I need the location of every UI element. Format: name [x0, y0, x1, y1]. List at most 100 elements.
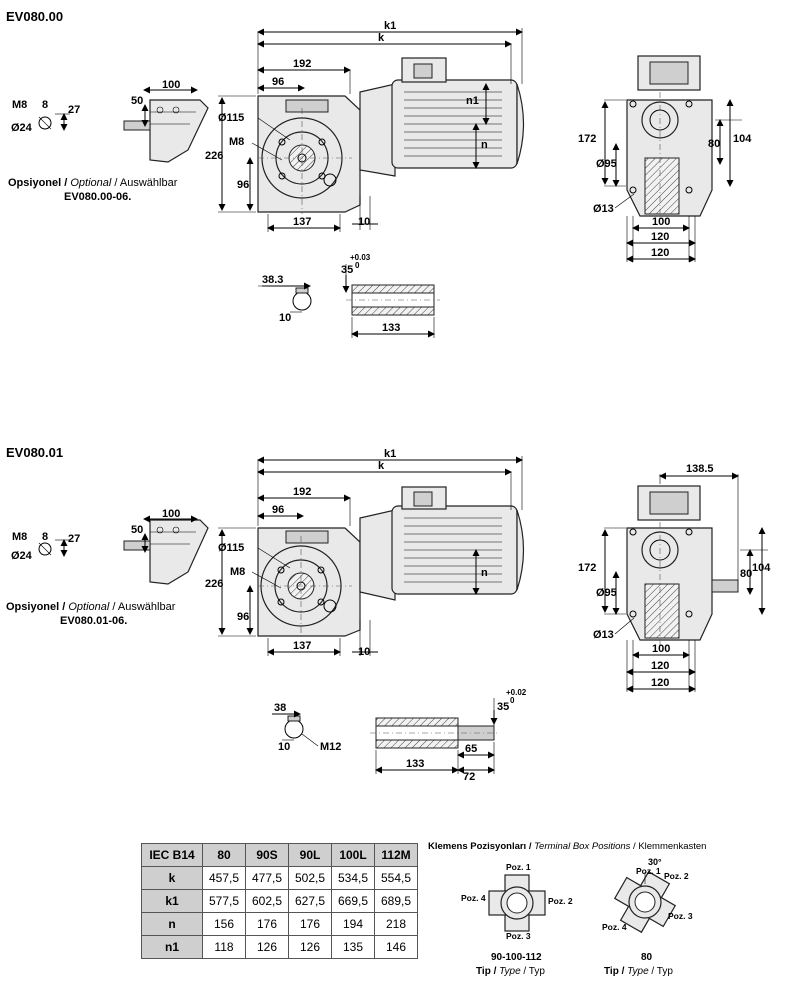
table-cell: 118 [202, 935, 246, 959]
svg-text:100: 100 [162, 508, 180, 520]
svg-text:35: 35 [341, 264, 353, 276]
row-label: n1 [141, 935, 203, 959]
svg-text:k: k [378, 32, 385, 44]
table-row: k 457,5 477,5 502,5 534,5 554,5 [141, 866, 418, 890]
svg-text:Ø24: Ø24 [11, 122, 33, 134]
terminal-box-positions: Klemens Pozisyonları / Terminal Box Posi… [428, 841, 706, 977]
svg-text:137: 137 [293, 216, 311, 228]
svg-text:138.5: 138.5 [686, 463, 714, 475]
svg-text:96: 96 [237, 611, 249, 623]
row-label: n [141, 912, 203, 936]
table-header-cell: 80 [202, 843, 246, 867]
table-header-cell: 90S [245, 843, 289, 867]
svg-text:Ø115: Ø115 [218, 542, 244, 554]
svg-text:27: 27 [68, 533, 80, 545]
table-header-cell: 100L [331, 843, 375, 867]
table-cell: 194 [331, 912, 375, 936]
svg-text:120: 120 [651, 660, 669, 672]
svg-text:Ø24: Ø24 [11, 550, 33, 562]
table-cell: 135 [331, 935, 375, 959]
svg-text:M12: M12 [320, 741, 341, 753]
svg-text:M8: M8 [12, 531, 27, 543]
svg-text:Ø95: Ø95 [596, 587, 617, 599]
svg-text:M8: M8 [229, 136, 244, 148]
svg-text:90-100-112: 90-100-112 [491, 952, 542, 963]
svg-text:0: 0 [510, 696, 515, 705]
svg-text:Tip / Type / Typ: Tip / Type / Typ [476, 966, 545, 977]
svg-text:M8: M8 [12, 99, 27, 111]
svg-text:0: 0 [355, 261, 360, 270]
table-cell: 457,5 [202, 866, 246, 890]
svg-text:k: k [378, 460, 385, 472]
section-title: EV080.01 [6, 445, 63, 460]
svg-text:120: 120 [651, 247, 669, 259]
table-header-cell: 90L [288, 843, 332, 867]
svg-text:10: 10 [279, 312, 291, 324]
table-cell: 176 [288, 912, 332, 936]
svg-text:Klemens Pozisyonları / Termina: Klemens Pozisyonları / Terminal Box Posi… [428, 841, 706, 852]
svg-text:50: 50 [131, 524, 143, 536]
table-row: n 156 176 176 194 218 [141, 912, 418, 936]
svg-text:k1: k1 [384, 20, 396, 32]
hollow-shaft-detail: 38.3 10 35 +0.03 0 133 [258, 253, 440, 338]
table-cell: 126 [245, 935, 289, 959]
row-label: k [141, 866, 203, 890]
table-cell: 554,5 [374, 866, 418, 890]
svg-text:96: 96 [237, 179, 249, 191]
svg-text:226: 226 [205, 150, 223, 162]
svg-text:137: 137 [293, 640, 311, 652]
svg-text:192: 192 [293, 486, 311, 498]
table-cell: 577,5 [202, 889, 246, 913]
svg-text:35: 35 [497, 701, 509, 713]
table-cell: 602,5 [245, 889, 289, 913]
table-cell: 669,5 [331, 889, 375, 913]
svg-text:100: 100 [162, 79, 180, 91]
table-cell: 126 [288, 935, 332, 959]
svg-text:104: 104 [752, 562, 771, 574]
svg-text:M8: M8 [230, 566, 245, 578]
table-header-row: IEC B14 80 90S 90L 100L 112M [141, 843, 418, 867]
table-row: k1 577,5 602,5 627,5 669,5 689,5 [141, 889, 418, 913]
svg-text:96: 96 [272, 504, 284, 516]
svg-text:Tip / Type / Typ: Tip / Type / Typ [604, 966, 673, 977]
svg-text:Poz. 3: Poz. 3 [506, 931, 531, 941]
table-cell: 477,5 [245, 866, 289, 890]
svg-text:Opsiyonel / Optional / Auswähl: Opsiyonel / Optional / Auswählbar [8, 177, 178, 189]
svg-text:30°: 30° [648, 857, 662, 867]
gearbox-front-view: 138.5 172 Ø95 104 80 Ø13 100 120 120 [578, 463, 771, 693]
svg-text:Poz. 2: Poz. 2 [548, 896, 573, 906]
svg-text:Ø13: Ø13 [593, 629, 614, 641]
svg-text:10: 10 [358, 646, 370, 658]
svg-text:Ø115: Ø115 [218, 112, 244, 124]
svg-text:50: 50 [131, 95, 143, 107]
svg-text:Poz. 1: Poz. 1 [636, 866, 661, 876]
svg-text:80: 80 [641, 952, 653, 963]
section-ev080-00: EV080.00 100 50 M8 8 27 Ø24 Opsiyonel / … [6, 9, 752, 338]
row-label: k1 [141, 889, 203, 913]
terminal-diagram-right: 30° Poz. 1 Poz. 2 Poz. 3 Poz. 4 80 Tip /… [602, 857, 693, 977]
section-ev080-01: EV080.01 100 50 M8 8 27 Ø24 Opsiyonel / … [6, 445, 771, 783]
gearbox-side-view: k1 k 192 96 226 96 Ø115 M8 137 10 [205, 20, 525, 232]
section-title: EV080.00 [6, 9, 63, 24]
svg-text:38.3: 38.3 [262, 274, 283, 286]
svg-text:38: 38 [274, 702, 286, 714]
svg-text:133: 133 [382, 322, 400, 334]
svg-text:100: 100 [652, 643, 670, 655]
table-cell: 627,5 [288, 889, 332, 913]
svg-text:172: 172 [578, 562, 596, 574]
table-header-cell: 112M [374, 843, 418, 867]
table-cell: 218 [374, 912, 418, 936]
svg-text:120: 120 [651, 677, 669, 689]
svg-text:n: n [481, 139, 488, 151]
svg-text:10: 10 [278, 741, 290, 753]
svg-text:+0.02: +0.02 [506, 688, 527, 697]
svg-text:72: 72 [463, 771, 475, 783]
svg-text:8: 8 [42, 531, 48, 543]
table-cell: 689,5 [374, 889, 418, 913]
svg-text:80: 80 [740, 568, 752, 580]
svg-text:8: 8 [42, 99, 48, 111]
shaft-detail: 38 10 M12 35 +0.02 0 65 133 72 [272, 688, 527, 783]
svg-text:80: 80 [708, 138, 720, 150]
svg-text:120: 120 [651, 231, 669, 243]
